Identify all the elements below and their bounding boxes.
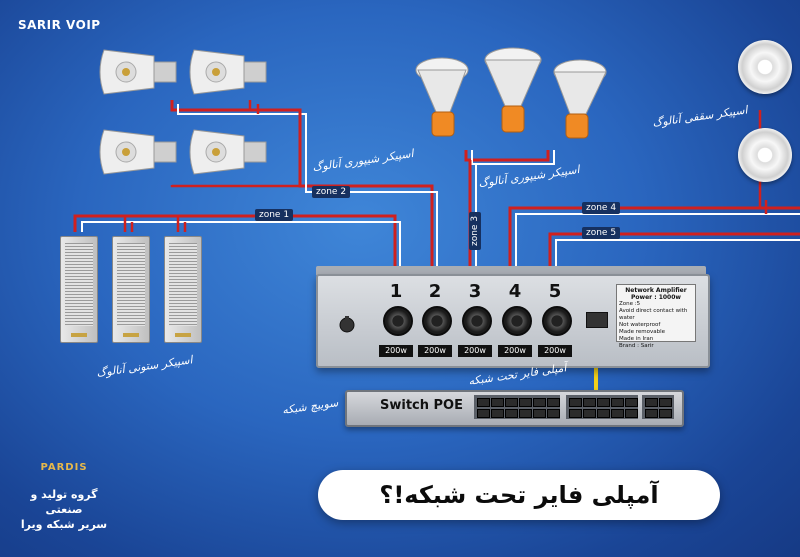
switch-port [491, 398, 504, 407]
switch-port [477, 409, 490, 418]
channel-2-number: 2 [428, 281, 442, 302]
switch-port [533, 409, 546, 418]
switch-port [583, 409, 596, 418]
switch-port [505, 409, 518, 418]
amp-label-line: Not waterproof [619, 322, 661, 328]
switch-port [491, 409, 504, 418]
horn-speaker-icon [189, 129, 267, 175]
power-knob-icon [339, 316, 355, 333]
channel-5-terminal-icon [542, 306, 572, 336]
amp-label-line: Brand : Sarir [619, 343, 654, 349]
switch-port [569, 398, 582, 407]
channel-5-number: 5 [548, 281, 562, 302]
page-title: آمپلی فایر تحت شبکه!؟ [379, 481, 659, 509]
switch-port [625, 409, 638, 418]
switch-sfp-port [645, 409, 658, 418]
switch-port [569, 409, 582, 418]
ceiling-speaker-icon [738, 128, 792, 182]
switch-sfp-port [645, 398, 658, 407]
switch-port [519, 409, 532, 418]
switch-port [625, 398, 638, 407]
switch-port [611, 409, 624, 418]
switch-label: Switch POE [380, 398, 463, 413]
channel-2-terminal-icon [422, 306, 452, 336]
zone-5-label: zone 5 [582, 227, 621, 239]
switch-port [519, 398, 532, 407]
channel-3-terminal-icon [462, 306, 492, 336]
zone-4-label: zone 4 [582, 202, 621, 214]
company-line-2: سریر شبکه ویرا [20, 518, 108, 531]
horn-speaker-icon [189, 49, 267, 95]
ethernet-port-icon [586, 312, 608, 328]
company-line-1: گروه تولید و صنعتی [30, 488, 98, 516]
switch-port [547, 398, 560, 407]
channel-4-terminal-icon [502, 306, 532, 336]
channel-2-watt: 200w [418, 345, 452, 357]
horn-speaker-icon [484, 47, 542, 133]
company-branding: PARDIS گروه تولید و صنعتی سریر شبکه ویرا [14, 460, 114, 532]
horn-speaker-icon [99, 129, 177, 175]
amp-label-power: Power : 1000w [631, 294, 681, 301]
channel-3-number: 3 [468, 281, 482, 302]
horn-speaker-icon [99, 49, 177, 95]
switch-sfp-port [659, 409, 672, 418]
amp-label-title: Network Amplifier [625, 287, 687, 294]
zone-2-wires [170, 100, 438, 285]
zone-2-label: zone 2 [312, 186, 351, 198]
switch-port [597, 409, 610, 418]
amplifier-spec-label: Network Amplifier Power : 1000w Zone :5 … [616, 284, 696, 349]
switch-port [477, 398, 490, 407]
horn-speaker-icon [553, 59, 607, 139]
channel-4-number: 4 [508, 281, 522, 302]
channel-1-number: 1 [389, 281, 403, 302]
horn-speaker-icon [415, 57, 469, 137]
zone-4-wires [508, 110, 800, 285]
brand-logo: SARIR VOIP [18, 18, 101, 32]
amp-label-line: Made removable [619, 329, 666, 335]
ceiling-speaker-icon [738, 40, 792, 94]
switch-port [505, 398, 518, 407]
channel-1-watt: 200w [379, 345, 413, 357]
channel-3-watt: 200w [458, 345, 492, 357]
title-banner: آمپلی فایر تحت شبکه!؟ [318, 470, 720, 520]
switch-port [583, 398, 596, 407]
zone-1-label: zone 1 [255, 209, 294, 221]
column-speaker-icon [112, 236, 150, 343]
switch-sfp-port [659, 398, 672, 407]
pardis-logo: PARDIS [40, 462, 88, 473]
switch-port [611, 398, 624, 407]
column-speaker-icon [60, 236, 98, 343]
channel-4-watt: 200w [498, 345, 532, 357]
amp-label-line: Avoid direct contact with water [619, 308, 688, 321]
switch-port [547, 409, 560, 418]
amp-label-line: Zone :5 [619, 301, 641, 307]
amplifier-top [316, 266, 706, 276]
column-speaker-icon [164, 236, 202, 343]
zone-3-label: zone 3 [469, 211, 481, 250]
zone-1-wires [73, 214, 401, 285]
amp-label-line: Made in Iran [619, 336, 654, 342]
switch-port [533, 398, 546, 407]
channel-5-watt: 200w [538, 345, 572, 357]
channel-1-terminal-icon [383, 306, 413, 336]
switch-port [597, 398, 610, 407]
